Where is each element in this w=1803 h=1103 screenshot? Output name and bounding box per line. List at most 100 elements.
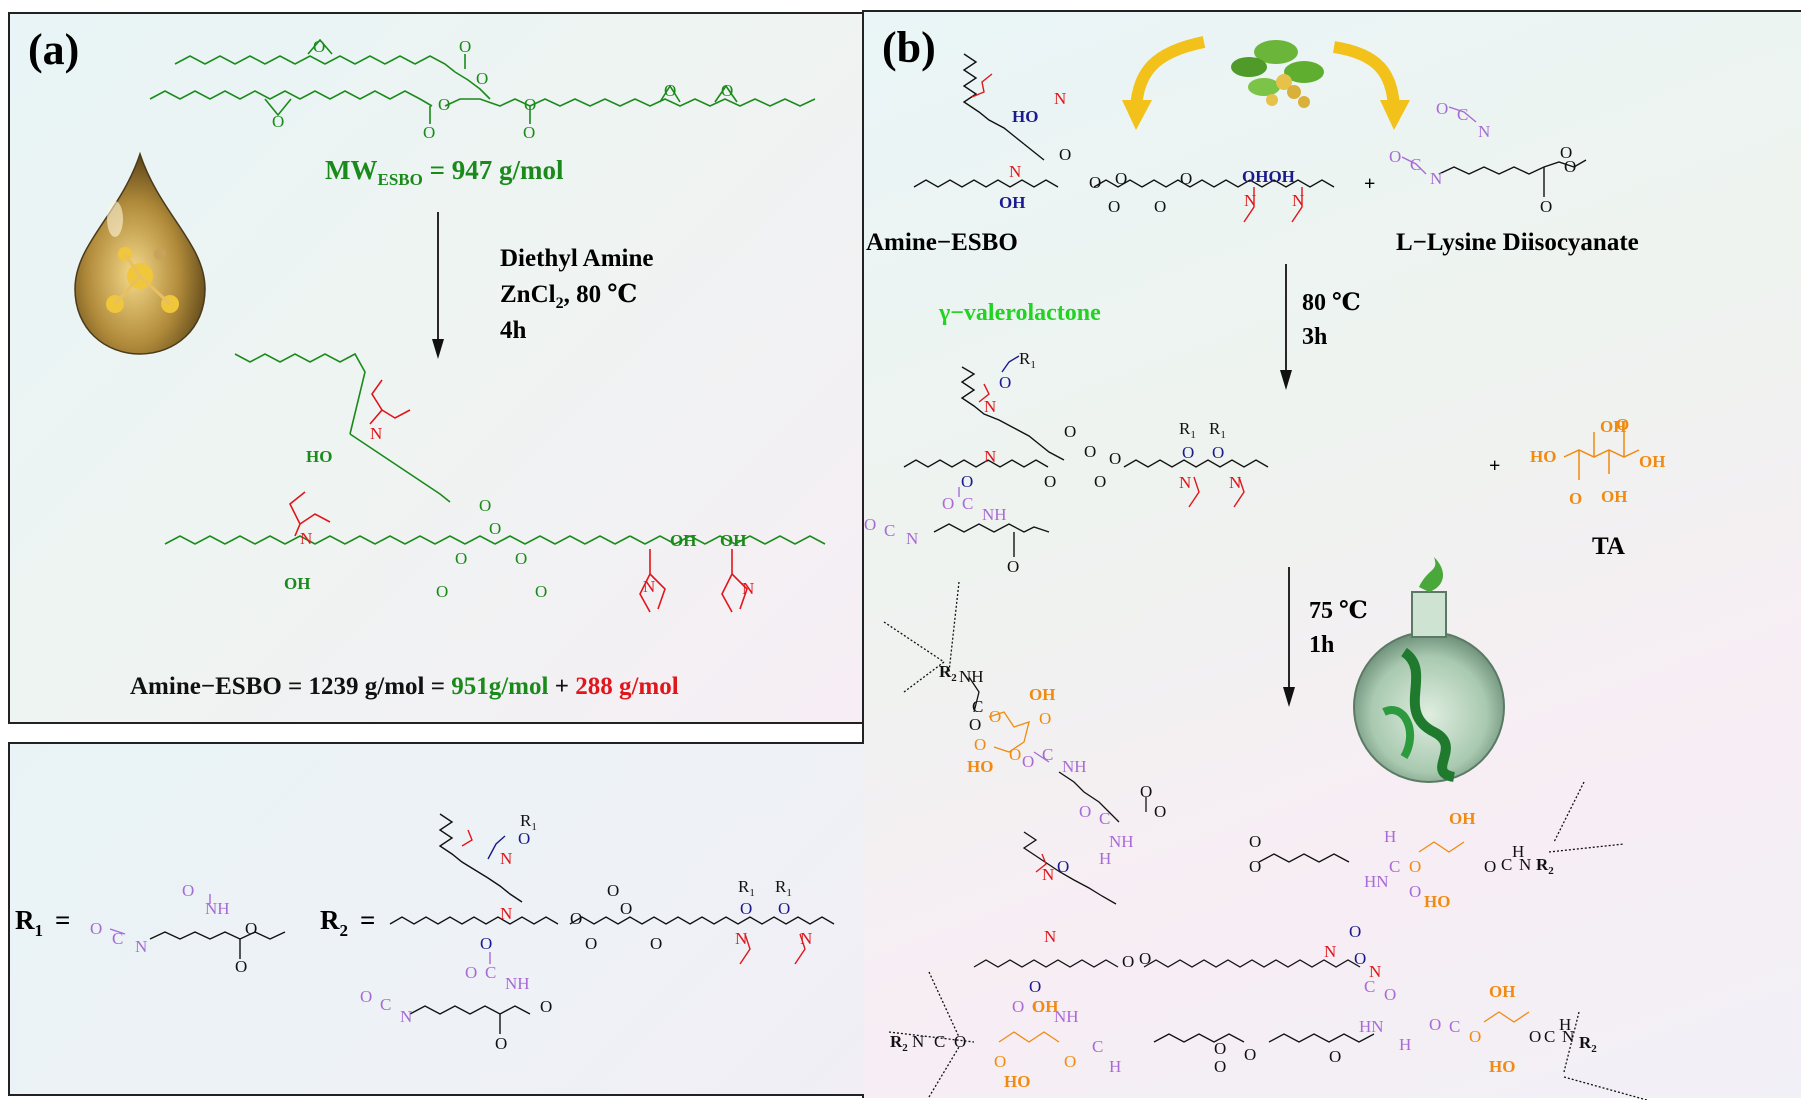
panel-a-label: (a) <box>28 25 79 74</box>
r1-label: R1 <box>1019 349 1036 371</box>
svg-text:C: C <box>972 697 983 716</box>
svg-text:N: N <box>1179 473 1191 492</box>
svg-text:O: O <box>489 519 501 538</box>
r2-structure-atoms: R1 O N O O N O O O O O C NH O C N O O R1… <box>360 811 812 1053</box>
esbo-molecule <box>149 38 816 124</box>
svg-text:O: O <box>1616 415 1629 434</box>
plus-sign-1: + <box>1364 173 1375 195</box>
svg-text:N: N <box>1519 855 1531 874</box>
svg-text:N: N <box>135 937 147 956</box>
r1-structure <box>109 894 286 959</box>
svg-text:N: N <box>984 397 996 416</box>
svg-text:C: C <box>1364 977 1375 996</box>
svg-text:O: O <box>607 881 619 900</box>
reactant2-name: L−Lysine Diisocyanate <box>1396 229 1639 256</box>
svg-text:O: O <box>570 909 582 928</box>
svg-text:NH: NH <box>205 899 230 918</box>
plus-sign-2: + <box>1489 455 1500 477</box>
svg-text:N: N <box>643 577 655 596</box>
svg-text:O: O <box>1569 489 1582 508</box>
panel-c-canvas: R1= O C N O NH O O R2= R1 O N O O N O O <box>15 811 835 1053</box>
svg-text:O: O <box>1094 472 1106 491</box>
amine-esbo-molecule <box>164 352 826 613</box>
svg-text:O: O <box>182 881 194 900</box>
curved-arrow-left-icon <box>1122 36 1206 130</box>
svg-text:C: C <box>112 929 123 948</box>
svg-text:O: O <box>476 69 488 88</box>
svg-text:O: O <box>1122 952 1134 971</box>
svg-text:O: O <box>455 549 467 568</box>
r1-in-r2-a: R1 <box>520 811 537 833</box>
svg-text:O: O <box>1115 169 1127 188</box>
svg-text:C: C <box>1042 745 1053 764</box>
panel-a-canvas: (a) O O O O O O O O O O MWESBO = 947 g/m… <box>28 25 826 700</box>
reagent-zncl2: ZnCl2, 80 ℃ <box>500 281 637 312</box>
svg-text:N: N <box>1229 473 1241 492</box>
svg-text:O: O <box>620 899 632 918</box>
svg-text:N: N <box>1430 169 1442 188</box>
svg-text:O: O <box>540 997 552 1016</box>
svg-text:O: O <box>245 919 257 938</box>
svg-text:HN: HN <box>1359 1017 1384 1036</box>
svg-text:N: N <box>1054 89 1066 108</box>
svg-text:O: O <box>1084 442 1096 461</box>
panel-b-canvas: (b) HO N O O O N OH O O O <box>864 23 1665 1100</box>
svg-text:O: O <box>535 582 547 601</box>
svg-text:N: N <box>1009 162 1021 181</box>
svg-text:O: O <box>523 123 535 142</box>
svg-text:O: O <box>465 963 477 982</box>
svg-text:O: O <box>1484 857 1496 876</box>
svg-text:O: O <box>1022 752 1034 771</box>
ta-label: TA <box>1592 533 1625 560</box>
svg-text:O: O <box>272 112 284 131</box>
svg-text:N: N <box>1369 962 1381 981</box>
svg-text:N: N <box>370 424 382 443</box>
svg-text:N: N <box>912 1032 924 1051</box>
svg-text:O: O <box>1349 922 1361 941</box>
svg-text:O: O <box>778 899 790 918</box>
svg-text:N: N <box>1042 865 1054 884</box>
svg-text:O: O <box>1212 443 1224 462</box>
svg-text:O: O <box>495 1034 507 1053</box>
svg-text:O: O <box>999 373 1011 392</box>
svg-text:O: O <box>1154 802 1166 821</box>
svg-text:H: H <box>1559 1015 1571 1034</box>
svg-text:O: O <box>524 95 536 114</box>
svg-text:O: O <box>1329 1047 1341 1066</box>
svg-text:O: O <box>969 715 981 734</box>
svg-text:O: O <box>518 829 530 848</box>
svg-text:OH: OH <box>720 531 746 550</box>
svg-text:OH: OH <box>1029 685 1055 704</box>
curved-arrow-right-icon <box>1332 41 1410 130</box>
oil-droplet-icon <box>74 151 206 355</box>
svg-text:O: O <box>1029 977 1041 996</box>
svg-text:N: N <box>1292 191 1304 210</box>
svg-text:N: N <box>1324 942 1336 961</box>
r1-structure-atoms: O C N O NH O O <box>90 881 257 976</box>
svg-text:O: O <box>1214 1039 1226 1058</box>
svg-text:NH: NH <box>1062 757 1087 776</box>
svg-text:O: O <box>480 934 492 953</box>
svg-text:H: H <box>1109 1057 1121 1076</box>
mw-esbo-label: MWESBO = 947 g/mol <box>325 155 564 189</box>
svg-text:OH: OH <box>670 531 696 550</box>
panel-b-label: (b) <box>882 23 936 72</box>
svg-text:O: O <box>585 934 597 953</box>
reagent-diethyl-amine: Diethyl Amine <box>500 245 653 272</box>
svg-text:C: C <box>1099 809 1110 828</box>
ta-atoms: HO OH O OH O OH <box>1530 415 1665 508</box>
svg-text:O: O <box>1108 197 1120 216</box>
svg-text:O: O <box>664 81 676 100</box>
svg-text:NH: NH <box>1109 832 1134 851</box>
amine-esbo-mass: Amine−ESBO = 1239 g/mol = 951g/mol + 288… <box>130 673 679 700</box>
svg-text:H: H <box>1399 1035 1411 1054</box>
svg-text:C: C <box>884 521 895 540</box>
svg-text:N: N <box>500 904 512 923</box>
svg-text:O: O <box>1057 857 1069 876</box>
r2-label-net1: R2 <box>939 662 957 684</box>
r1-label-2: R1 <box>1179 419 1196 441</box>
r2-structure <box>389 813 835 1034</box>
reactant1-name: Amine−ESBO <box>866 229 1018 256</box>
r2-label-net2: R2 <box>890 1032 908 1054</box>
svg-text:OHOH: OHOH <box>1242 167 1295 186</box>
